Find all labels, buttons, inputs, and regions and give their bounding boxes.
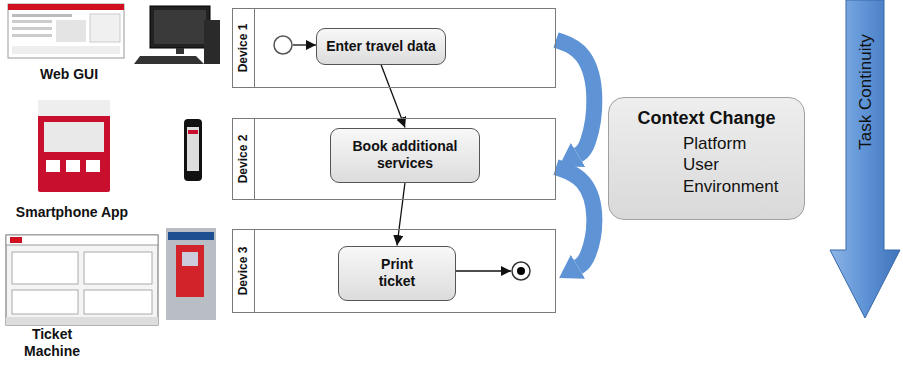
smartphone [184, 119, 202, 181]
lane-label: Device 3 [237, 247, 251, 296]
swimlane: Book additional services Device 2 [232, 118, 556, 200]
end-node [512, 262, 530, 280]
ticket-machine-screenshot [12, 290, 78, 314]
action-label: Print ticket [367, 256, 427, 290]
app-screenshot [38, 100, 110, 192]
end-node [512, 262, 530, 280]
ticket-machine-photo [168, 232, 214, 240]
lane-label: Device 1 [237, 24, 251, 73]
smartphone [187, 127, 199, 171]
panel-item: User [683, 154, 798, 175]
ticket-machine-screenshot [6, 235, 158, 325]
ticket-machine-screenshot [6, 235, 158, 245]
panel-heading: Context Change [615, 108, 798, 129]
app-screenshot [66, 160, 80, 172]
desktop-computer [176, 48, 184, 54]
task-continuity-arrow [830, 0, 900, 318]
panel-item: Environment [683, 176, 798, 197]
start-node [274, 36, 292, 54]
ticket-machine-photo [182, 252, 198, 266]
flow-arrow [293, 44, 316, 45]
desktop-computer [204, 20, 220, 64]
ticket-machine-screenshot [10, 237, 22, 243]
lane-header: Device 3 [233, 230, 255, 312]
web-screenshot [8, 4, 124, 10]
ticket-machine-screenshot [6, 235, 158, 325]
platform-label: Smartphone App [16, 204, 128, 221]
lane-header: Device 1 [233, 9, 255, 87]
ticket-machine-photo [166, 228, 216, 320]
app-screenshot [86, 160, 100, 172]
context-change-arrow [556, 167, 594, 267]
desktop-computer [150, 6, 210, 48]
action-box: Print ticket [338, 246, 456, 301]
web-screenshot [12, 14, 72, 17]
flow-arrow [456, 270, 511, 271]
swimlane: Print ticket Device 3 [232, 229, 556, 313]
app-screenshot [38, 100, 110, 116]
desktop-computer [134, 56, 204, 64]
flow-arrow [397, 183, 405, 246]
desktop-computer [134, 6, 220, 64]
web-screenshot [12, 34, 52, 37]
app-screenshot [38, 100, 110, 192]
arrow-label: Task Continuity [856, 34, 876, 149]
web-screenshot [8, 4, 124, 58]
lane-label: Device 2 [237, 135, 251, 184]
web-screenshot [12, 20, 52, 23]
platform-label: Web GUI [40, 66, 98, 83]
start-node [274, 36, 292, 54]
app-screenshot [46, 160, 60, 172]
action-label: Enter travel data [326, 38, 436, 55]
ticket-machine-screenshot [12, 252, 78, 284]
smartphone [184, 119, 202, 181]
lane-header: Device 2 [233, 119, 255, 199]
ticket-machine-screenshot [84, 290, 152, 314]
desktop-computer [154, 10, 206, 44]
action-box: Book additional services [330, 128, 480, 183]
ticket-machine-photo [166, 228, 216, 320]
ticket-machine-photo [176, 245, 204, 297]
web-screenshot [12, 27, 52, 30]
action-box: Enter travel data [316, 28, 446, 65]
app-screenshot [44, 122, 104, 152]
web-screenshot [8, 4, 124, 58]
ticket-machine-screenshot [6, 317, 158, 325]
ticket-machine-screenshot [84, 252, 152, 284]
web-screenshot [56, 20, 86, 42]
context-change-arrow [556, 40, 594, 155]
context-panel: Context ChangePlatformUserEnvironment [608, 97, 805, 220]
platform-label: Ticket Machine [14, 326, 90, 360]
action-label: Book additional services [340, 138, 470, 172]
swimlane: Enter travel data Device 1 [232, 8, 556, 88]
panel-item: Platform [683, 133, 798, 154]
task-continuity-arrow [830, 0, 900, 318]
smartphone [188, 130, 198, 134]
web-screenshot [90, 14, 120, 42]
web-screenshot [12, 46, 120, 54]
end-node [517, 267, 525, 275]
